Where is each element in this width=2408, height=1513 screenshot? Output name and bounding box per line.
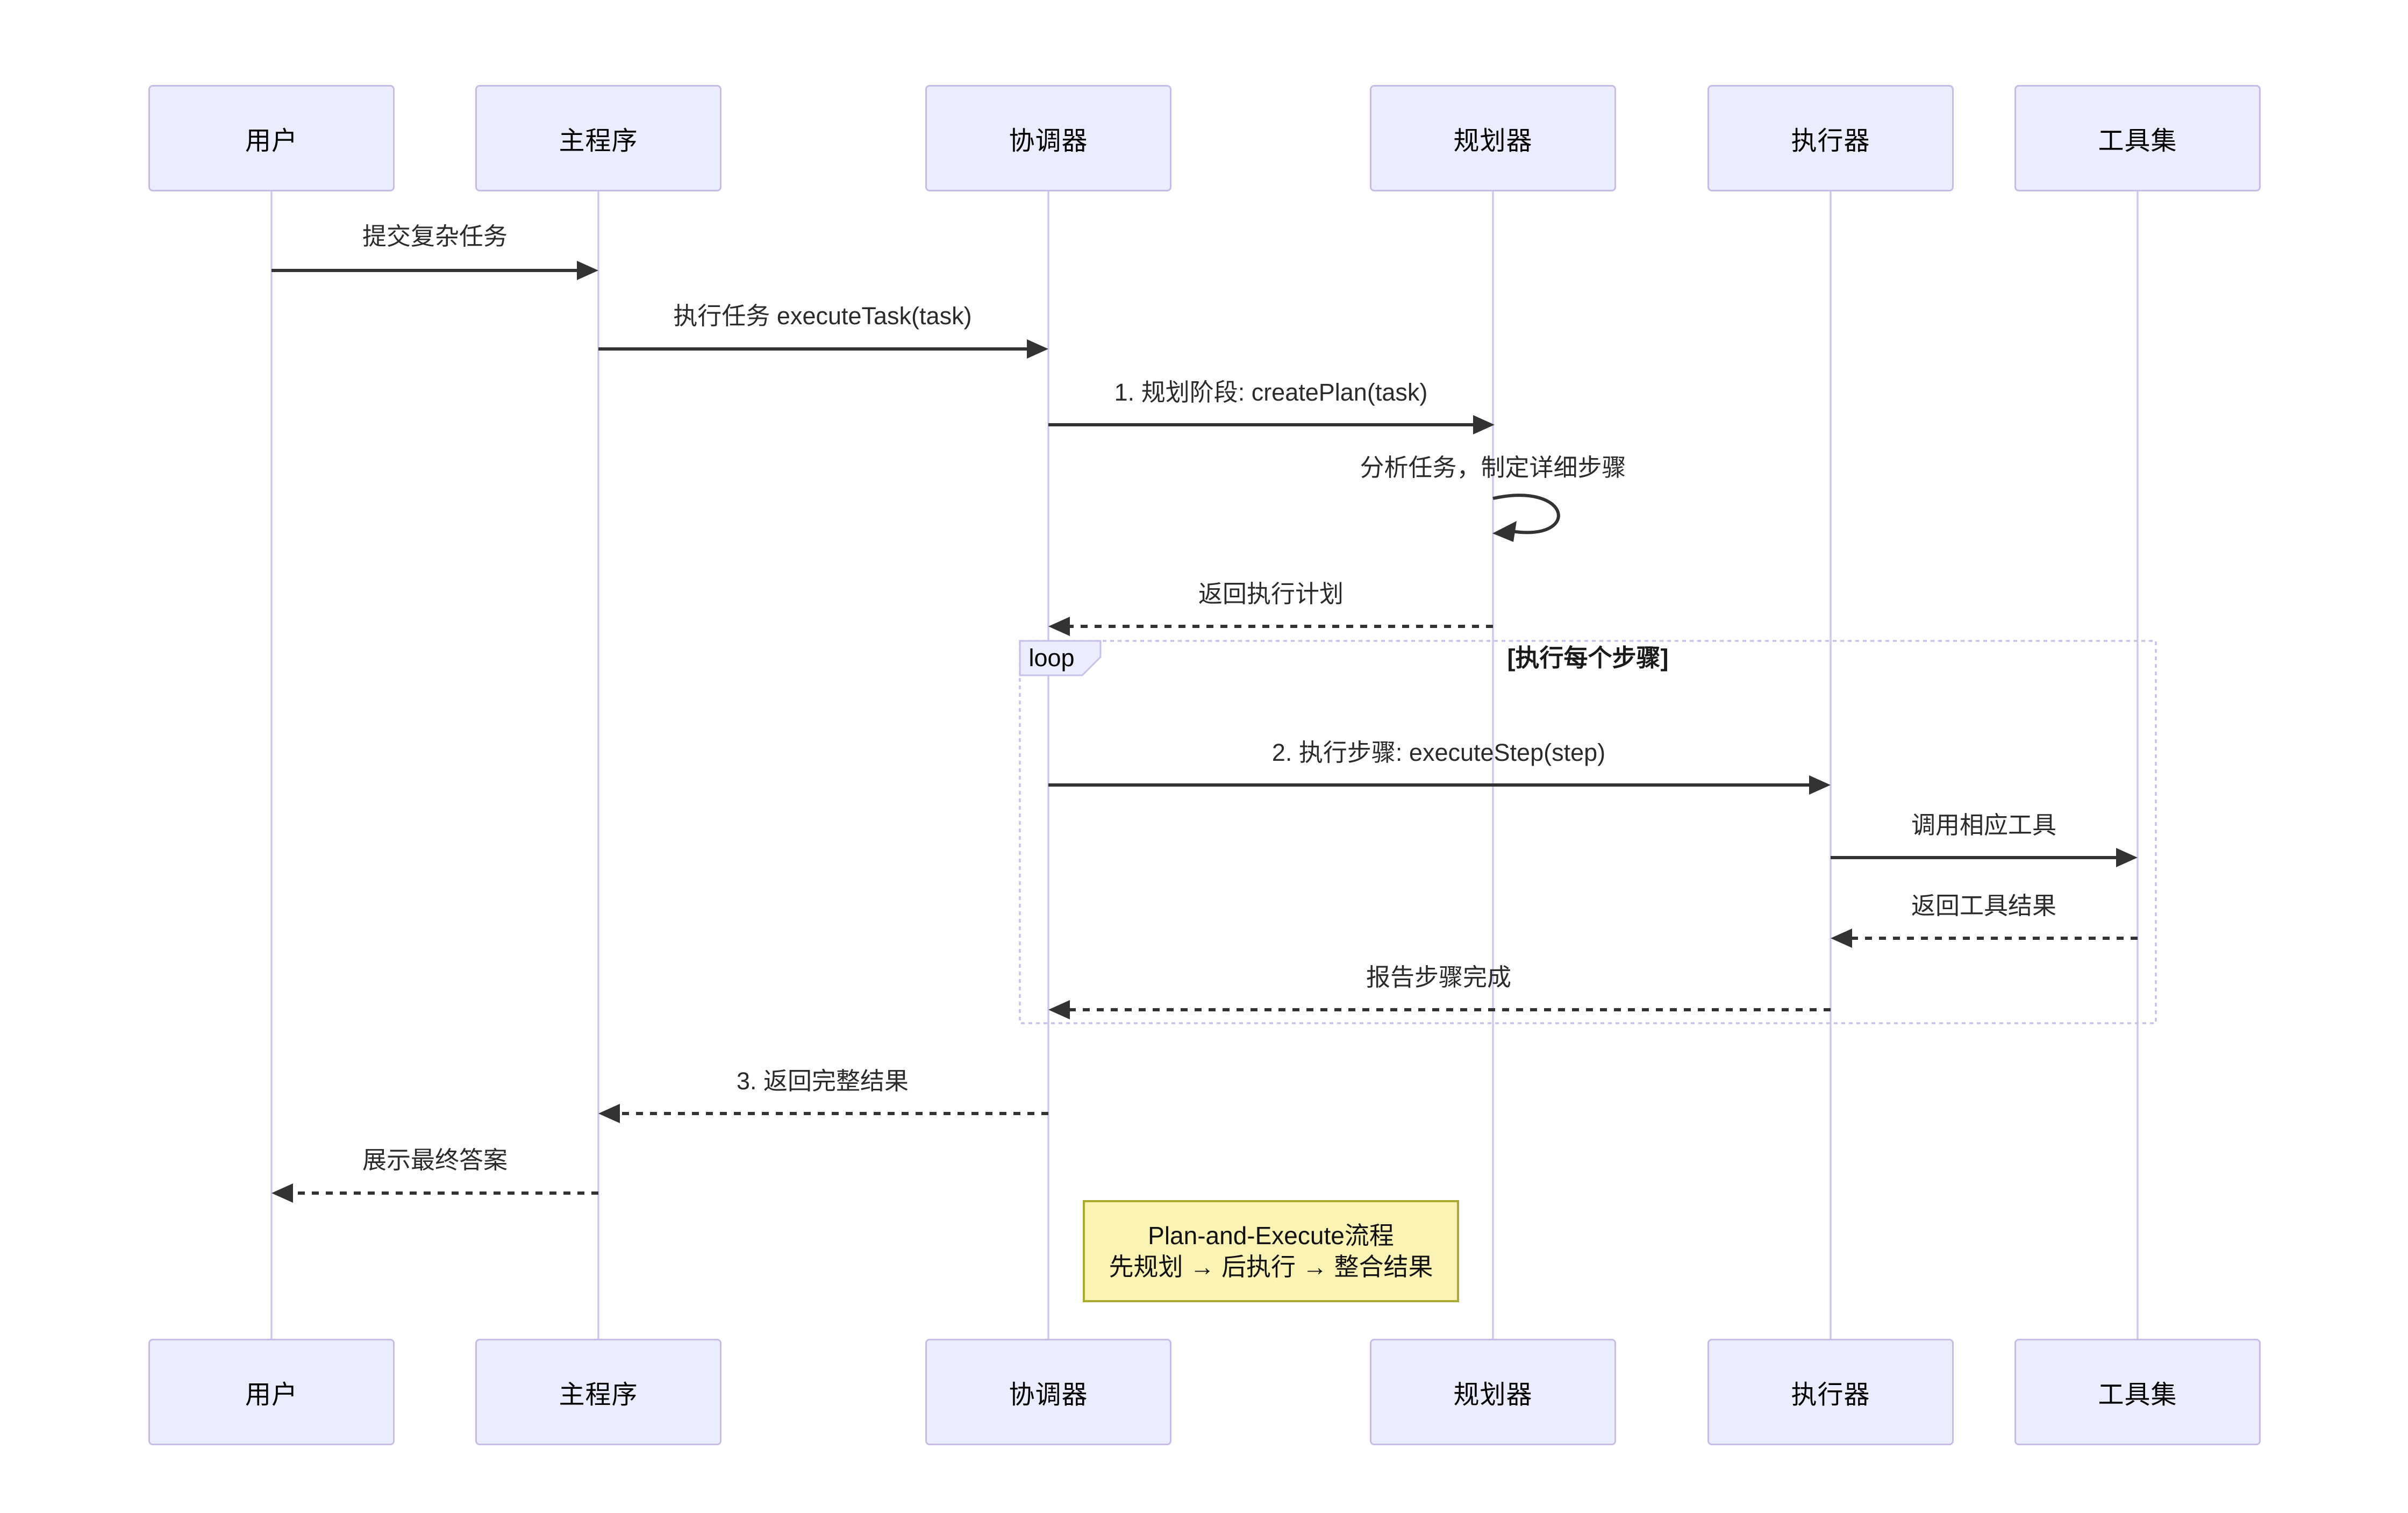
actor-bottom-planner: 规划器 [1370, 1339, 1616, 1445]
actor-bottom-tools: 工具集 [2014, 1339, 2261, 1445]
actor-label: 用户 [245, 1381, 298, 1409]
arrow-self-analyze [1492, 494, 1560, 542]
arrow-execute-step [1048, 775, 1831, 795]
message-label-step-done: 报告步骤完成 [1366, 964, 1511, 991]
actor-top-tools: 工具集 [2014, 85, 2261, 191]
arrow-tool-result [1831, 929, 2138, 948]
actor-label: 用户 [245, 127, 298, 155]
actor-bottom-user: 用户 [148, 1339, 395, 1445]
arrow-create-plan [1048, 415, 1495, 434]
arrow-step-done [1048, 1000, 1831, 1019]
actor-top-coordinator: 协调器 [925, 85, 1171, 191]
actor-label: 规划器 [1453, 127, 1533, 155]
actor-top-executor: 执行器 [1707, 85, 1954, 191]
arrow-return-plan [1048, 617, 1493, 636]
actor-bottom-executor: 执行器 [1707, 1339, 1954, 1445]
note-title: Plan-and-Execute流程 [1148, 1222, 1394, 1250]
message-label-self-analyze: 分析任务，制定详细步骤 [1360, 454, 1626, 481]
message-label-submit-task: 提交复杂任务 [362, 223, 508, 250]
message-label-tool-result: 返回工具结果 [1911, 892, 2056, 919]
arrow-execute-task [598, 339, 1048, 359]
actor-label: 规划器 [1453, 1381, 1533, 1409]
note-plan-and-execute: Plan-and-Execute流程 先规划 → 后执行 → 整合结果 [1083, 1200, 1459, 1302]
actor-top-user: 用户 [148, 85, 395, 191]
message-label-execute-task: 执行任务 executeTask(task) [673, 302, 972, 330]
actor-label: 执行器 [1791, 1381, 1870, 1409]
actor-label: 工具集 [2098, 1381, 2177, 1409]
actor-label: 主程序 [559, 127, 638, 155]
actor-label: 工具集 [2098, 127, 2177, 155]
message-label-execute-step: 2. 执行步骤: executeStep(step) [1271, 739, 1606, 766]
actor-bottom-coordinator: 协调器 [925, 1339, 1171, 1445]
arrow-call-tool [1831, 848, 2138, 867]
message-label-create-plan: 1. 规划阶段: createPlan(task) [1114, 379, 1428, 406]
message-label-call-tool: 调用相应工具 [1911, 811, 2056, 839]
message-label-return-plan: 返回执行计划 [1198, 580, 1344, 608]
actor-label: 协调器 [1009, 127, 1088, 155]
actor-label: 协调器 [1009, 1381, 1088, 1409]
arrow-submit-task [271, 261, 598, 280]
actor-label: 主程序 [559, 1381, 638, 1409]
actor-top-main: 主程序 [475, 85, 721, 191]
loop-condition-label: [执行每个步骤] [1507, 644, 1669, 672]
arrow-full-result [598, 1104, 1048, 1123]
message-label-full-result: 3. 返回完整结果 [736, 1067, 909, 1095]
loop-operator-label: loop [1028, 644, 1075, 672]
loop-label-tab [1019, 640, 1102, 676]
loop-frame [1019, 640, 2157, 1024]
note-subtitle: 先规划 → 后执行 → 整合结果 [1109, 1253, 1433, 1281]
message-label-show-answer: 展示最终答案 [362, 1146, 508, 1174]
arrow-show-answer [271, 1183, 598, 1203]
actor-top-planner: 规划器 [1370, 85, 1616, 191]
actor-bottom-main: 主程序 [475, 1339, 721, 1445]
actor-label: 执行器 [1791, 127, 1870, 155]
